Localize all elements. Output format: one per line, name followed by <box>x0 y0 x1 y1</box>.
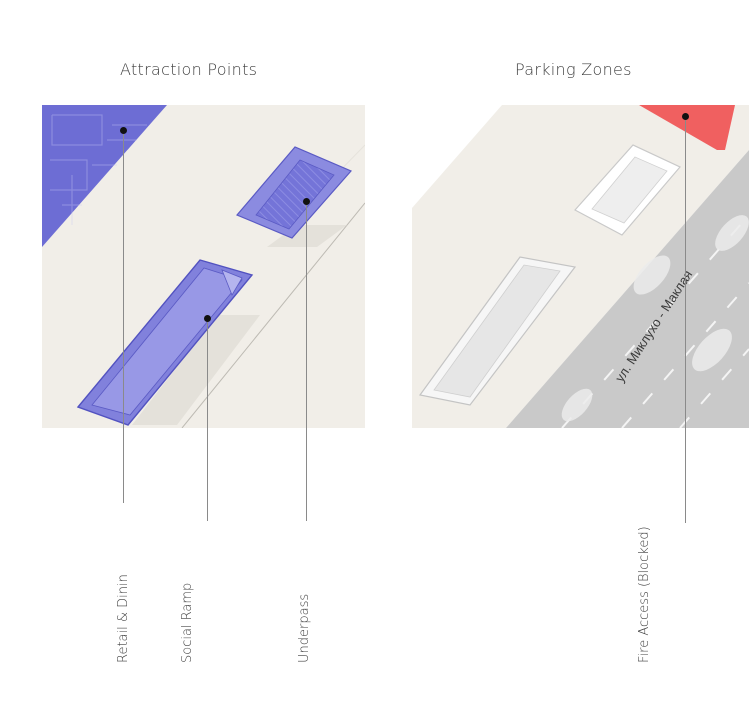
fire-access-marker-dot <box>682 113 689 120</box>
parking-zones-title: Parking Zones <box>515 60 632 79</box>
social-ramp-leader-line <box>207 318 208 521</box>
attraction-points-panel <box>42 105 365 428</box>
underpass-marker-dot <box>303 198 310 205</box>
underpass-leader-line <box>306 201 307 521</box>
attraction-points-illustration <box>42 105 365 428</box>
cars <box>561 215 749 422</box>
retail-building <box>42 105 167 247</box>
fire-access-leader-line <box>685 116 686 523</box>
retail-facade-detail <box>50 114 147 225</box>
road <box>506 150 749 428</box>
retail-dining-label: Retail & Dinin <box>116 574 131 663</box>
attraction-points-title: Attraction Points <box>120 60 258 79</box>
fire-access-label: Fire Access (Blocked) <box>637 526 652 663</box>
retail-leader-line <box>123 130 124 503</box>
parking-zones-panel: ул. Миклухо - Маклая <box>412 105 749 428</box>
road-edge-line <box>181 202 365 428</box>
parking-zones-illustration: ул. Миклухо - Маклая <box>412 105 749 428</box>
retail-marker-dot <box>120 127 127 134</box>
social-ramp-marker-dot <box>204 315 211 322</box>
social-ramp-label: Social Ramp <box>180 582 195 663</box>
underpass-label: Underpass <box>297 593 312 663</box>
fire-access-zone <box>639 105 735 150</box>
